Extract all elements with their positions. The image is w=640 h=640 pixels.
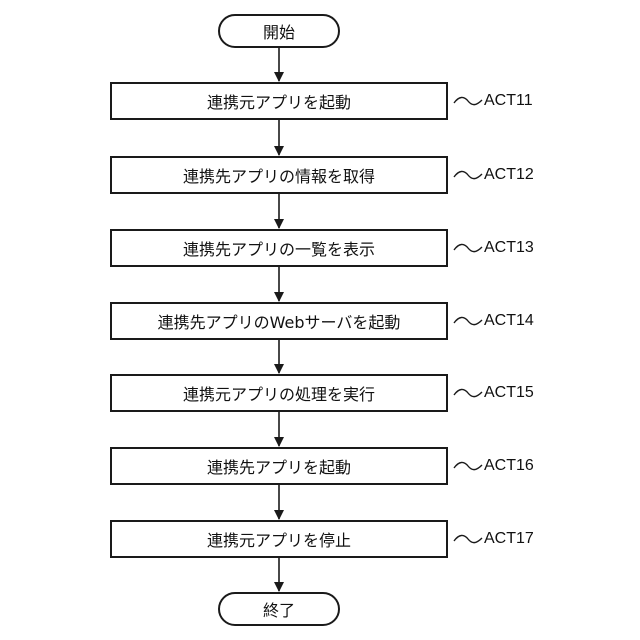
- end-terminator: 終了: [218, 592, 340, 626]
- act-label-act14: ACT14: [484, 311, 534, 331]
- step-box-act17: 連携元アプリを停止: [110, 520, 448, 558]
- act-leader-line: [454, 389, 482, 396]
- act-label-act13: ACT13: [484, 238, 534, 258]
- start-terminator: 開始: [218, 14, 340, 48]
- step-box-act11: 連携元アプリを起動: [110, 82, 448, 120]
- act-leader-line: [454, 317, 482, 324]
- act-leader-line: [454, 171, 482, 178]
- act-label-act16: ACT16: [484, 456, 534, 476]
- step-box-act13: 連携先アプリの一覧を表示: [110, 229, 448, 267]
- step-box-act14: 連携先アプリのWebサーバを起動: [110, 302, 448, 340]
- act-label-act12: ACT12: [484, 165, 534, 185]
- step-box-act12: 連携先アプリの情報を取得: [110, 156, 448, 194]
- act-label-act17: ACT17: [484, 529, 534, 549]
- act-leader-line: [454, 462, 482, 469]
- act-leader-line: [454, 535, 482, 542]
- act-label-act15: ACT15: [484, 383, 534, 403]
- step-box-act16: 連携先アプリを起動: [110, 447, 448, 485]
- act-label-act11: ACT11: [484, 91, 533, 111]
- act-leader-line: [454, 244, 482, 251]
- act-leader-line: [454, 97, 482, 104]
- step-box-act15: 連携元アプリの処理を実行: [110, 374, 448, 412]
